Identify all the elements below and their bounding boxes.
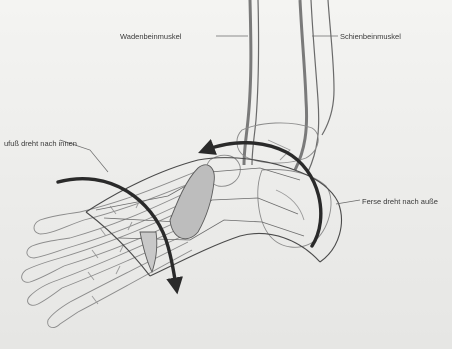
label-schienbeinmuskel: Schienbeinmuskel [340, 32, 401, 41]
fibula-tendon-left-edge [252, 0, 259, 165]
heel-rotation-arrow [206, 143, 321, 246]
label-wadenbeinmuskel: Wadenbeinmuskel [120, 32, 182, 41]
toe-5 [48, 302, 78, 327]
toe-1 [34, 212, 84, 234]
toe-4 [28, 280, 62, 305]
label-heel-rotation: Ferse dreht nach auße [362, 197, 438, 206]
label-foot-rotation: ufuß dreht nach innen [4, 139, 77, 148]
fibula-tendon-left [244, 0, 251, 165]
ankle-bones [206, 123, 331, 247]
shaded-twist [140, 165, 214, 272]
forefoot-rotation-arrow [58, 179, 176, 286]
leg-outline-right [322, 0, 334, 135]
lower-leg [244, 0, 334, 172]
toe-3 [22, 258, 64, 282]
foot-bones [22, 170, 204, 327]
toe-2 [27, 238, 74, 258]
tibia-tendon-right [295, 0, 307, 170]
